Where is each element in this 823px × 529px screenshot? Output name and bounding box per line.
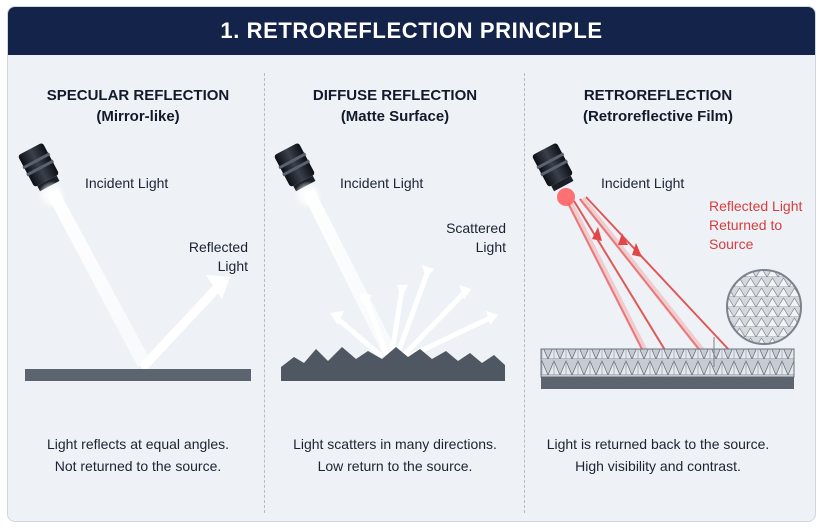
diffuse-illustration: [274, 143, 505, 381]
illustrations: [18, 143, 802, 389]
caption-line: High visibility and contrast.: [575, 458, 741, 474]
panel-divider: [264, 73, 265, 513]
caption-line: Light reflects at equal angles.: [46, 436, 230, 452]
panel-subheading: (Matte Surface): [340, 108, 450, 125]
label-line: Light: [217, 258, 248, 274]
panel-subheading: (Retroreflective Film): [582, 108, 734, 125]
specular-illustration: [18, 143, 251, 381]
panel-divider: [524, 73, 525, 513]
scattered-light-label: Scattered Light: [428, 219, 506, 257]
label-line: Light: [475, 239, 506, 255]
incident-light-label: Incident Light: [85, 175, 169, 191]
label-line: Reflected: [188, 239, 248, 255]
caption-diffuse: Light scatters in many directions. Low r…: [265, 433, 525, 477]
incident-light-label: Incident Light: [340, 175, 424, 191]
page-title: 1. RETROREFLECTION PRINCIPLE: [220, 18, 603, 43]
title-banner: 1. RETROREFLECTION PRINCIPLE: [8, 7, 815, 55]
panel-heading: DIFFUSE REFLECTION: [312, 87, 478, 104]
caption-line: Not returned to the source.: [54, 458, 222, 474]
incident-light-label: Incident Light: [601, 175, 685, 191]
diagram-card: 1. RETROREFLECTION PRINCIPLE: [7, 6, 816, 522]
caption-specular: Light reflects at equal angles. Not retu…: [8, 433, 268, 477]
panel-subheading: (Mirror-like): [96, 108, 180, 125]
label-line: Returned to: [709, 217, 783, 233]
caption-line: Light is returned back to the source.: [546, 436, 770, 452]
panel-title-specular: SPECULAR REFLECTION (Mirror-like): [8, 85, 268, 127]
panel-heading: RETROREFLECTION: [583, 87, 733, 104]
panel-title-retroreflection: RETROREFLECTION (Retroreflective Film): [528, 85, 788, 127]
panel-heading: SPECULAR REFLECTION: [46, 87, 230, 104]
label-line: Scattered: [446, 220, 506, 236]
panel-title-diffuse: DIFFUSE REFLECTION (Matte Surface): [265, 85, 525, 127]
reflected-light-label: Reflected Light: [174, 238, 248, 276]
caption-line: Low return to the source.: [317, 458, 473, 474]
label-line: Source: [709, 236, 754, 252]
lamp-icon: [532, 143, 574, 192]
caption-retroreflection: Light is returned back to the source. Hi…: [528, 433, 788, 477]
returned-light-label: Reflected Light Returned to Source: [709, 197, 802, 254]
label-line: Reflected Light: [709, 198, 803, 214]
retroreflection-illustration: [532, 143, 802, 389]
caption-line: Light scatters in many directions.: [293, 436, 497, 452]
